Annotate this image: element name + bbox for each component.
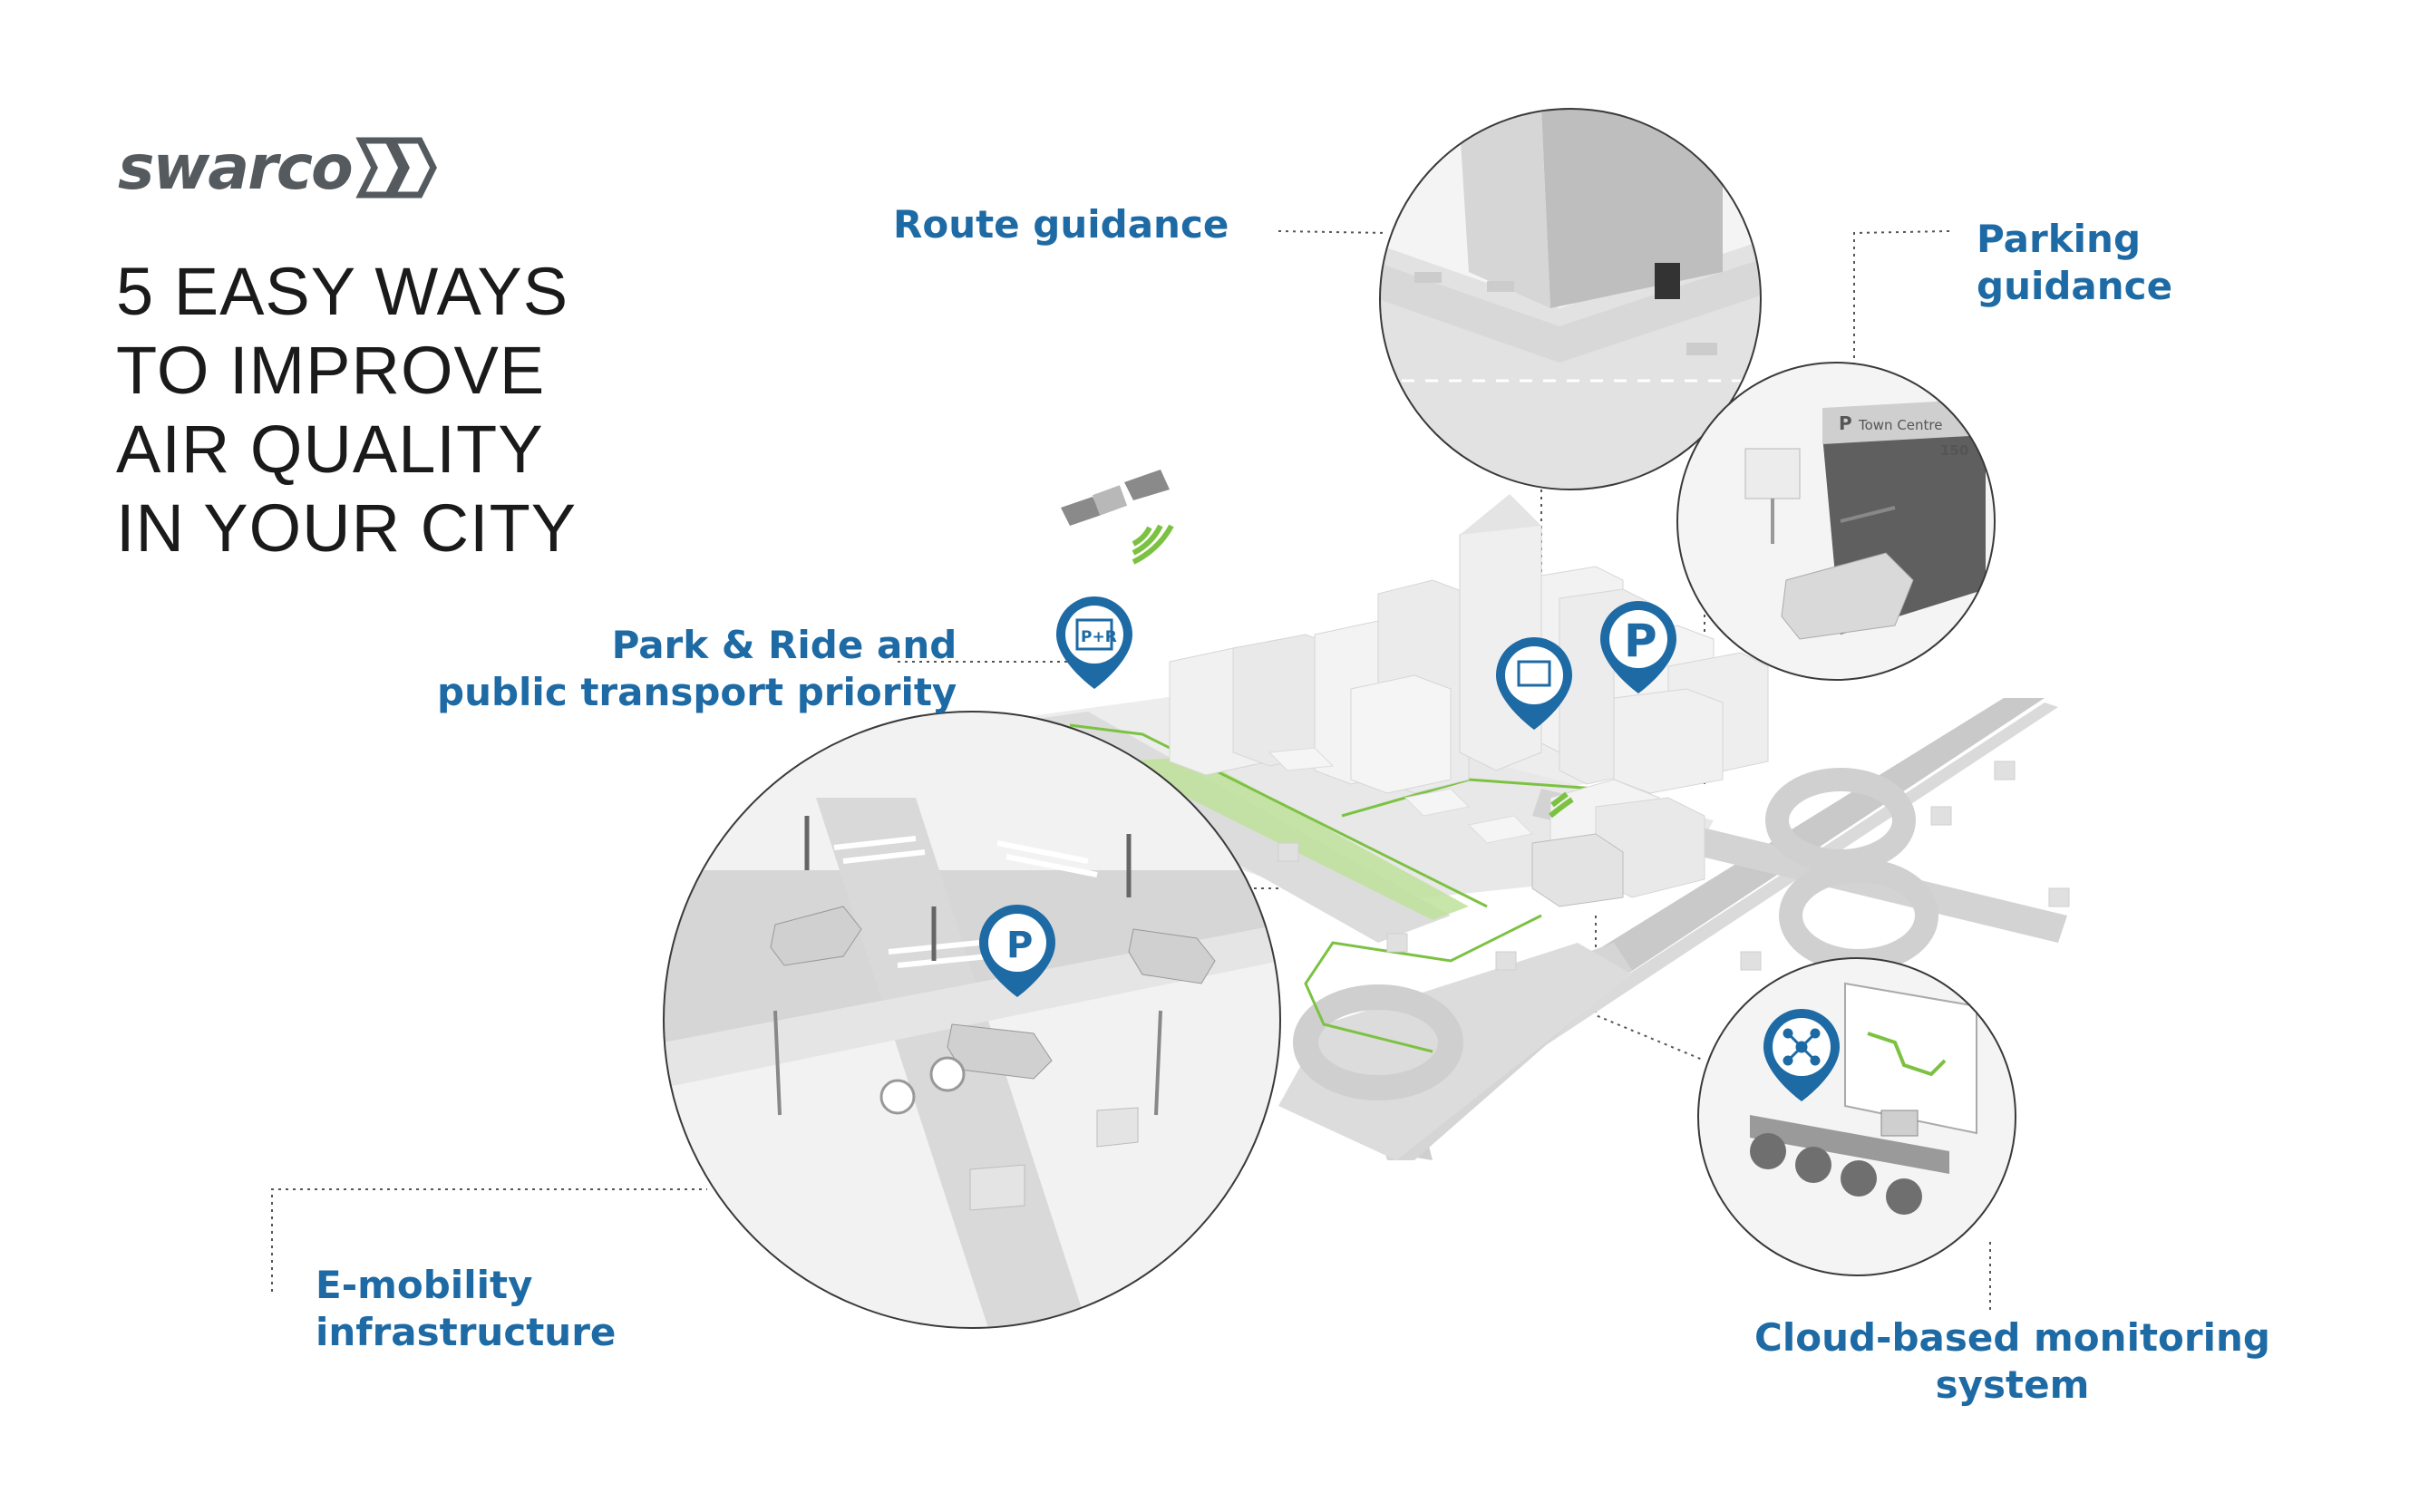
emobility-circle <box>663 711 1281 1329</box>
headline-line-3: AIR QUALITY <box>116 412 544 487</box>
headline-line-1: 5 EASY WAYS <box>116 254 569 329</box>
pin-monitor <box>1496 637 1572 730</box>
satellite-icon <box>1061 470 1174 565</box>
logo-text: swarco <box>118 131 354 204</box>
pin-parking-p: P <box>1624 615 1657 667</box>
label-route-guidance: Route guidance <box>893 202 1229 247</box>
pin-parking <box>1600 601 1676 693</box>
label-emobility: E-mobility infrastructure <box>316 1263 617 1354</box>
pin-park-ride <box>1056 596 1132 689</box>
headline-line-4: IN YOUR CITY <box>116 490 578 566</box>
cloud-monitoring-circle <box>1697 957 2016 1276</box>
traffic-center-building <box>1531 791 1624 907</box>
label-cloud-monitoring: Cloud-based monitoring system <box>1754 1315 2270 1407</box>
headline-line-2: TO IMPROVE <box>116 333 546 408</box>
parking-guidance-circle <box>1676 362 1996 681</box>
trees <box>1278 761 2070 971</box>
pin-emobility <box>979 905 1055 997</box>
pin-park-ride-text: P+R <box>1081 628 1117 646</box>
buildings <box>1169 494 1769 898</box>
parking-sign-p: P <box>1839 412 1852 434</box>
headline: 5 EASY WAYS TO IMPROVE AIR QUALITY IN YO… <box>116 252 577 567</box>
label-park-ride: Park & Ride and public transport priorit… <box>437 623 957 714</box>
pin-emobility-p: P <box>1006 925 1033 966</box>
label-parking-guidance: Parking guidance <box>1977 217 2173 308</box>
parking-sign-count: 150 <box>1940 442 1968 459</box>
route-guidance-circle <box>1379 108 1762 490</box>
pin-network <box>1763 1009 1840 1101</box>
logo-mark-icon <box>355 137 437 199</box>
swarco-logo: swarco <box>118 127 452 208</box>
parking-sign-town-centre: Town Centre <box>1858 417 1943 433</box>
